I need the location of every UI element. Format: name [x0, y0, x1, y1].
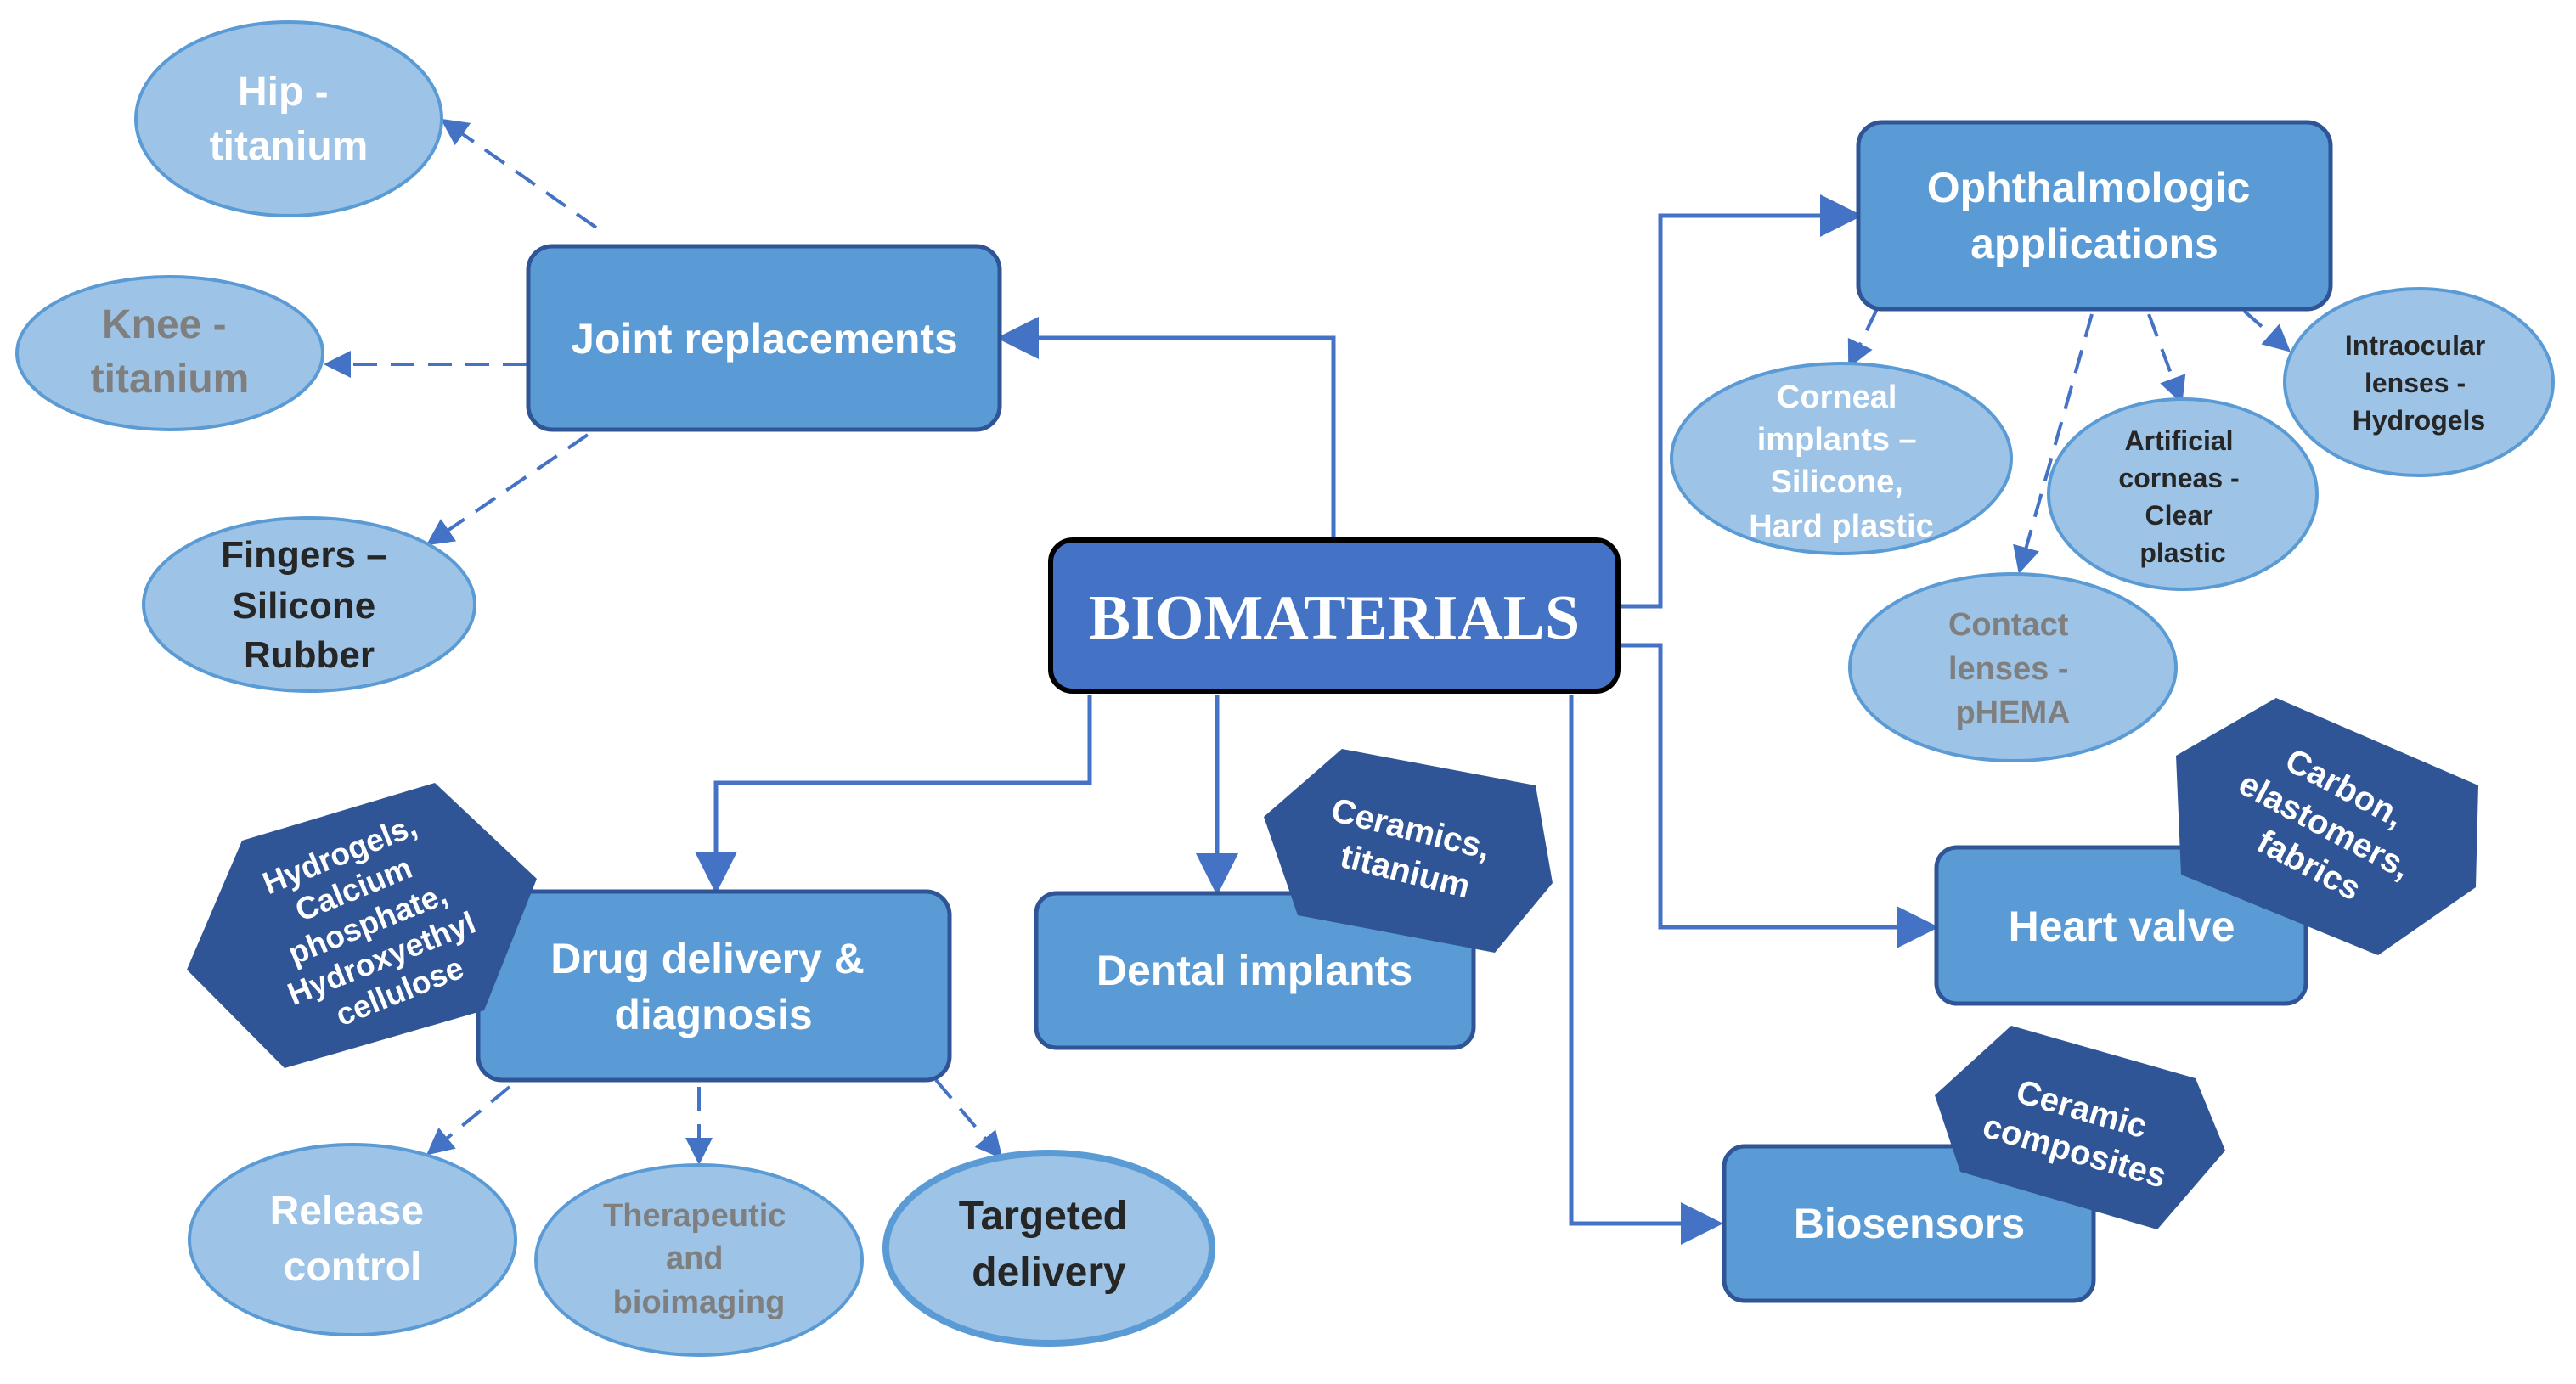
ellipse-intraocular: Intraocular lenses - Hydrogels: [2283, 287, 2555, 477]
dash-release: [426, 1085, 511, 1156]
svg-text:Heart valve: Heart valve: [2009, 903, 2235, 950]
central-biomaterials: BIOMATERIALS: [1048, 537, 1621, 694]
svg-text:Corneal implants –: Corneal implants – Silicone, Hard plasti…: [1749, 380, 1934, 544]
svg-text:Intraocular lenses -: Intraocular lenses - Hydrogels: [2345, 330, 2493, 436]
svg-text:Release control: Release control: [270, 1189, 436, 1290]
svg-text:Artificial corneas -: Artificial corneas - Clear plastic: [2118, 425, 2246, 568]
artificial-line-1: Artificial: [2125, 425, 2234, 456]
svg-text:Contact lenses - p: Contact lenses - pHEMA: [1948, 607, 2077, 731]
corneal-line-1: Corneal: [1777, 380, 1897, 415]
knee-line-2: titanium: [91, 357, 250, 402]
corneal-line-3: Silicone,: [1771, 464, 1903, 500]
dash-contact: [2013, 313, 2094, 574]
central-label: BIOMATERIALS: [1089, 583, 1580, 653]
biosensors-label: Biosensors: [1794, 1200, 2025, 1247]
corneal-line-2: implants –: [1757, 422, 1917, 458]
drug-line-2: diagnosis: [614, 991, 812, 1038]
svg-text:Knee - titanium: Knee - titanium: [91, 302, 250, 402]
intraocular-line-2: lenses -: [2365, 368, 2466, 398]
targeted-line-1: Targeted: [959, 1194, 1128, 1239]
joint-label: Joint replacements: [571, 315, 958, 363]
dash-artificial: [2147, 313, 2186, 404]
artificial-line-2: corneas -: [2118, 463, 2239, 493]
dash-targeted: [934, 1078, 1003, 1160]
svg-text:Ophthalmologic applicati: Ophthalmologic applications: [1927, 164, 2262, 267]
connector-heart: [1618, 643, 1939, 948]
dash-corneal: [1847, 308, 1879, 369]
hexagon-ceramic-composites: Ceramic composites: [1935, 1026, 2225, 1229]
svg-text:Therapeutic and bi: Therapeutic and bioimaging: [603, 1198, 795, 1320]
contact-line-1: Contact: [1948, 607, 2069, 643]
ellipse-contact: Contact lenses - pHEMA: [1848, 572, 2178, 762]
contact-line-3: pHEMA: [1955, 695, 2070, 731]
svg-text:Dental implants: Dental implants: [1096, 947, 1412, 994]
therapeutic-line-3: bioimaging: [613, 1285, 786, 1320]
dash-hip: [440, 118, 598, 229]
ellipse-therapeutic: Therapeutic and bioimaging: [534, 1163, 864, 1357]
ellipse-corneal: Corneal implants – Silicone, Hard plasti…: [1670, 362, 2013, 555]
artificial-line-3: Clear: [2145, 500, 2213, 531]
box-dental-implants: Dental implants: [1034, 891, 1476, 1050]
connector-biosensors: [1569, 695, 1723, 1245]
ellipse-fingers: Fingers – Silicone Rubber: [142, 516, 476, 693]
svg-text:Biosensors: Biosensors: [1794, 1200, 2025, 1247]
release-line-2: control: [284, 1245, 422, 1290]
heart-label: Heart valve: [2009, 903, 2235, 950]
intraocular-line-1: Intraocular: [2345, 330, 2485, 361]
dash-fingers: [426, 433, 589, 546]
connector-ophthalmic: [1618, 194, 1863, 609]
ellipse-knee: Knee - titanium: [15, 275, 324, 431]
svg-text:Joint replacements: Joint replacements: [571, 315, 958, 363]
svg-text:Fingers – Silicone: Fingers – Silicone Rubber: [221, 534, 397, 676]
dashed-connectors: [324, 118, 2291, 1165]
svg-text:Drug delivery & diagnosi: Drug delivery & diagnosis: [550, 935, 876, 1038]
ellipse-release: Release control: [188, 1143, 517, 1336]
connector-joint: [996, 317, 1336, 540]
dash-intraocular: [2242, 309, 2291, 352]
therapeutic-line-2: and: [666, 1241, 724, 1276]
hexagon-ceramics: Ceramics, titanium: [1264, 749, 1553, 953]
hexagon-hydrogels: Hydrogels, Calcium phosphate, Hydroxyeth…: [187, 783, 537, 1068]
ellipse-hip: Hip - titanium: [134, 20, 443, 217]
ophthalmic-line-1: Ophthalmologic: [1927, 164, 2251, 211]
hip-line-1: Hip -: [238, 70, 329, 115]
ophthalmic-line-2: applications: [1970, 220, 2218, 267]
svg-text:Hip - titanium: Hip - titanium: [210, 70, 369, 169]
fingers-line-1: Fingers –: [221, 534, 387, 576]
hexagon-carbon: Carbon, elastomers, fabrics: [2176, 698, 2478, 955]
connectors: [695, 194, 1939, 1245]
box-ophthalmologic: Ophthalmologic applications: [1856, 120, 2333, 312]
drug-line-1: Drug delivery &: [550, 935, 865, 982]
fingers-line-3: Rubber: [244, 634, 375, 676]
svg-text:Targeted delivery: Targeted delivery: [959, 1194, 1140, 1295]
intraocular-line-3: Hydrogels: [2353, 405, 2485, 436]
box-joint-replacements: Joint replacements: [526, 244, 1002, 432]
contact-line-2: lenses -: [1948, 651, 2069, 687]
fingers-line-2: Silicone: [233, 585, 376, 627]
connector-drug: [695, 695, 1092, 894]
corneal-line-4: Hard plastic: [1749, 509, 1934, 544]
dental-label: Dental implants: [1096, 947, 1412, 994]
box-biosensors: Biosensors: [1722, 1144, 2096, 1303]
knee-line-1: Knee -: [102, 302, 227, 347]
hip-line-2: titanium: [210, 124, 369, 169]
release-line-1: Release: [270, 1189, 424, 1234]
therapeutic-line-1: Therapeutic: [603, 1198, 786, 1234]
box-drug-delivery: Drug delivery & diagnosis: [476, 889, 952, 1083]
targeted-line-2: delivery: [972, 1250, 1126, 1295]
artificial-line-4: plastic: [2139, 537, 2225, 568]
ellipse-artificial: Artificial corneas - Clear plastic: [2047, 397, 2319, 591]
ellipse-targeted: Targeted delivery: [882, 1150, 1215, 1347]
